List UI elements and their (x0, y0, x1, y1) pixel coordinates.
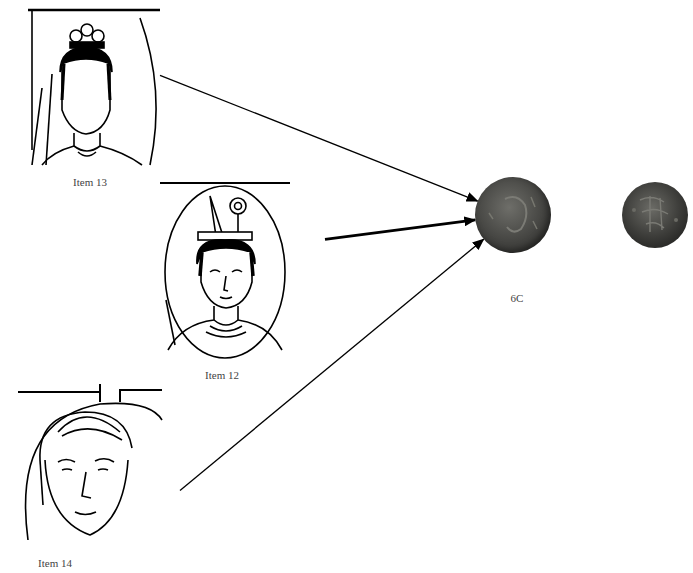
figure-drawing (18, 384, 162, 540)
figure-panel: Item 12 (155, 180, 290, 360)
coin-relief (475, 177, 551, 253)
figure-panel: Item 14 (15, 385, 160, 540)
figure-drawing (28, 10, 160, 165)
item-caption: Item 12 (172, 368, 272, 382)
figure-drawing (160, 183, 290, 358)
coin-image: 6C (475, 177, 551, 253)
item-caption: Item 14 (5, 556, 105, 570)
arrow-connector (180, 239, 484, 490)
coin-photo (622, 182, 688, 248)
arrow-connector (160, 75, 478, 201)
item-caption: Item 13 (40, 175, 140, 189)
item-caption: 6C (467, 291, 567, 305)
arrow-connector (325, 220, 475, 240)
figure-panel: Item 13 (20, 5, 160, 165)
